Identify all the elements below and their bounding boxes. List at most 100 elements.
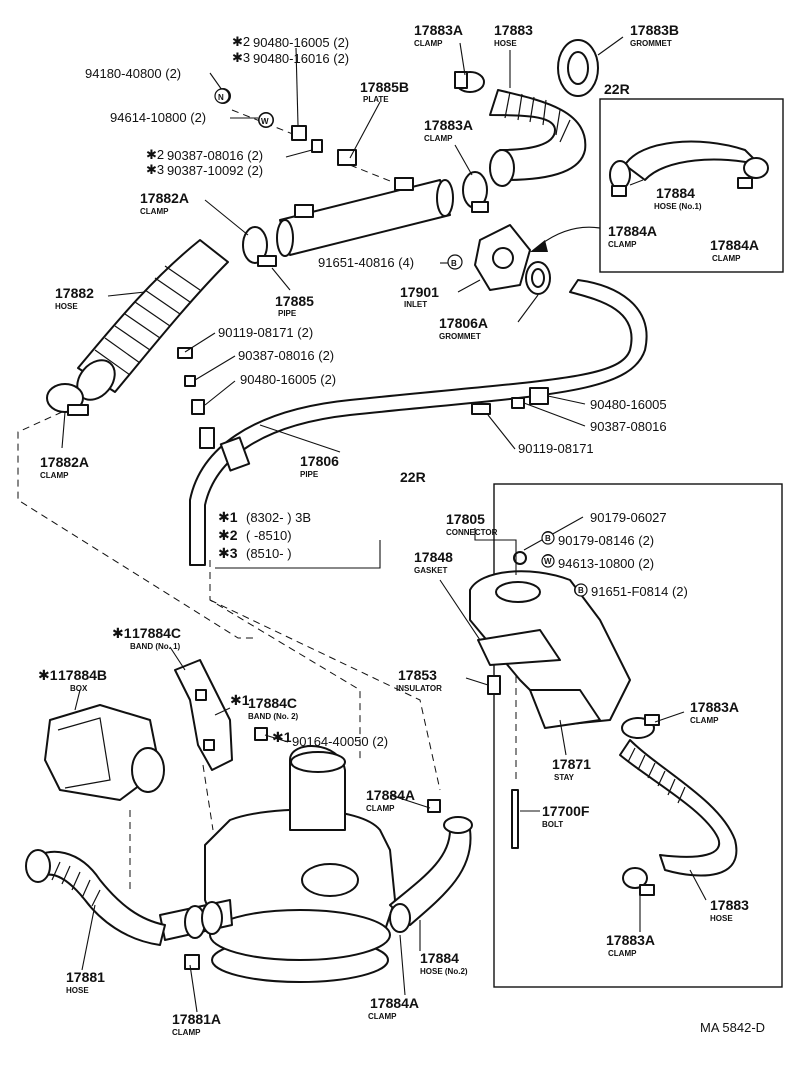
part-sublabel: INSULATOR: [396, 684, 442, 693]
part-label: 90387-10092 (2): [167, 163, 263, 178]
small-hardware-mid: [177, 347, 549, 415]
clamp-17882a-top: [242, 226, 277, 267]
diagram-reference: MA 5842-D: [700, 1020, 765, 1035]
footnote-mark: ✱3: [218, 545, 238, 561]
star-note: ✱3: [146, 162, 164, 177]
clamp-17883a-mid: [462, 171, 489, 213]
part-label: 90480-16005 (2): [240, 372, 336, 387]
star-note: ✱2: [146, 147, 164, 162]
part-sublabel: CLAMP: [414, 39, 443, 48]
part-sublabel: GROMMET: [439, 332, 481, 341]
part-label: 17700F: [542, 803, 590, 819]
part-label: 17884: [656, 185, 695, 201]
part-sublabel: INLET: [404, 300, 427, 309]
part-sublabel: BAND (No. 2): [248, 712, 299, 721]
part-label: 17884A: [366, 787, 415, 803]
air-pump-body: [159, 745, 396, 983]
part-sublabel: HOSE: [710, 914, 733, 923]
part-labels: ✱2 90480-16005 (2) ✱3 90480-16016 (2) 94…: [38, 22, 765, 1037]
part-sublabel: BOLT: [542, 820, 563, 829]
circled-b-text-2: B: [545, 534, 551, 543]
hose-17882: [76, 239, 229, 401]
part-sublabel: HOSE: [494, 39, 517, 48]
grommet-17883b: [557, 39, 599, 97]
part-label: 94180-40800 (2): [85, 66, 181, 81]
part-sublabel: CLAMP: [172, 1028, 201, 1037]
inset-box-22r-mid: [493, 483, 783, 988]
circled-b-text-1: B: [451, 259, 457, 268]
part-label: 17883A: [690, 699, 739, 715]
circled-b-text-3: B: [578, 586, 584, 595]
part-label: 90480-16005 (2): [253, 35, 349, 50]
part-label: 17883A: [606, 932, 655, 948]
part-sublabel: PLATE: [363, 95, 389, 104]
part-sublabel: STAY: [554, 773, 575, 782]
part-label: 90119-08171: [518, 441, 594, 456]
part-label: 17884C: [248, 695, 297, 711]
circled-n-text: N: [218, 93, 224, 102]
part-sublabel: GROMMET: [630, 39, 672, 48]
hose-17884-no1: [609, 140, 769, 197]
part-label: 17806: [300, 453, 339, 469]
part-label: 17883B: [630, 22, 679, 38]
star-note: ✱1: [38, 667, 58, 683]
part-sublabel: HOSE (No.1): [654, 202, 702, 211]
part-label: 17848: [414, 549, 453, 565]
part-label: 90387-08016: [590, 419, 667, 434]
part-label: 91651-40816 (4): [318, 255, 414, 270]
part-sublabel: CLAMP: [608, 240, 637, 249]
part-label: 17805: [446, 511, 485, 527]
circled-n-symbol: N: [214, 88, 230, 104]
part-label: 17885: [275, 293, 314, 309]
part-label: 17883A: [424, 117, 473, 133]
circled-b-symbol-2: B: [541, 531, 555, 545]
part-sublabel: CLAMP: [366, 804, 395, 813]
leader-lines: [61, 36, 707, 1013]
part-label: 91651-F0814 (2): [591, 584, 688, 599]
part-label: 17884C: [132, 625, 181, 641]
circled-w-symbol: W: [258, 112, 274, 128]
part-sublabel: HOSE: [55, 302, 78, 311]
hose-17881: [25, 849, 200, 970]
part-label: 17883: [494, 22, 533, 38]
part-label: 90164-40050 (2): [292, 734, 388, 749]
footnote-text: (8510- ): [246, 546, 292, 561]
star-note: ✱3: [232, 50, 250, 65]
part-label: 17884: [420, 950, 459, 966]
part-label: 17881A: [172, 1011, 221, 1027]
hose-17884-no2: [389, 799, 473, 933]
part-label: 17901: [400, 284, 439, 300]
inset-label: 22R: [604, 81, 630, 97]
part-sublabel: CLAMP: [690, 716, 719, 725]
hose-17883-right: [619, 714, 738, 896]
footnote-text: ( -8510): [246, 528, 292, 543]
part-sublabel: HOSE: [66, 986, 89, 995]
part-label: 94614-10800 (2): [110, 110, 206, 125]
part-label: 17882A: [140, 190, 189, 206]
footnote-mark: ✱1: [218, 509, 238, 525]
part-sublabel: CONNECTOR: [446, 528, 498, 537]
part-label: 17806A: [439, 315, 488, 331]
circled-w-symbol-2: W: [541, 554, 555, 568]
part-label: 90179-08146 (2): [558, 533, 654, 548]
circled-w-text-2: W: [544, 557, 552, 566]
part-label: 17881: [66, 969, 105, 985]
arrow-head: [530, 240, 548, 252]
footnote-text: (8302- ) 3B: [246, 510, 311, 525]
star-note: ✱2: [232, 34, 250, 49]
footnote-mark: ✱2: [218, 527, 238, 543]
part-sublabel: CLAMP: [712, 254, 741, 263]
part-sublabel: HOSE (No.2): [420, 967, 468, 976]
part-sublabel: CLAMP: [424, 134, 453, 143]
circled-b-symbol-3: B: [574, 583, 588, 597]
part-sublabel: PIPE: [278, 309, 297, 318]
part-label: 94613-10800 (2): [558, 556, 654, 571]
part-sublabel: CLAMP: [40, 471, 69, 480]
part-sublabel: CLAMP: [608, 949, 637, 958]
part-sublabel: PIPE: [300, 470, 319, 479]
part-label: 90480-16016 (2): [253, 51, 349, 66]
star-note: ✱1: [230, 692, 250, 708]
circled-w-text: W: [261, 117, 269, 126]
inset-label: 22R: [400, 469, 426, 485]
part-label: 17883A: [414, 22, 463, 38]
